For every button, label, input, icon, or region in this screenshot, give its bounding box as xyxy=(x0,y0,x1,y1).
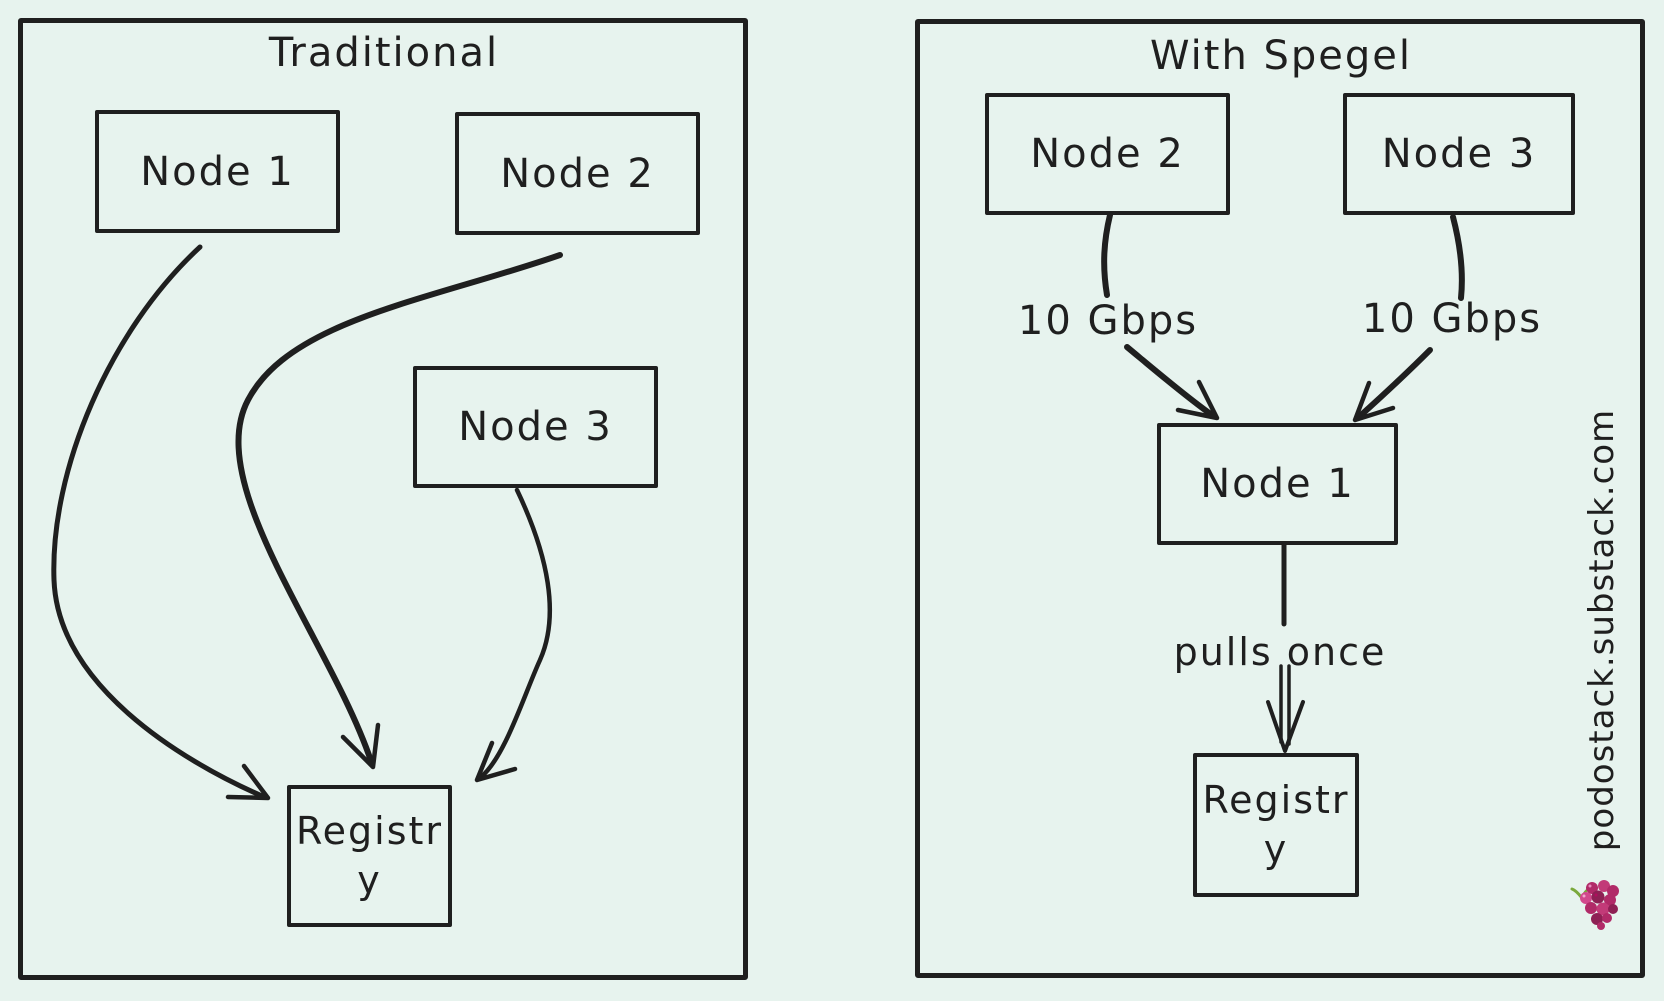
spegel-link-label-left: 10 Gbps xyxy=(1017,298,1199,344)
spegel-node-2-label: Node 2 xyxy=(1030,131,1185,177)
traditional-node-1-label: Node 1 xyxy=(140,148,295,195)
traditional-node-2: Node 2 xyxy=(455,112,700,235)
spegel-node-1: Node 1 xyxy=(1157,423,1398,545)
spegel-node-1-label: Node 1 xyxy=(1200,461,1355,507)
spegel-registry: Registry xyxy=(1193,753,1359,897)
traditional-node-3-label: Node 3 xyxy=(458,404,613,450)
grapes-icon xyxy=(1570,880,1619,930)
watermark-url: podostack.substack.com xyxy=(1582,408,1622,852)
spegel-node-3-label: Node 3 xyxy=(1381,131,1537,177)
spegel-link-label-right: 10 Gbps xyxy=(1361,296,1543,342)
panel-with-spegel-title: With Spegel xyxy=(1149,33,1413,79)
traditional-node-3: Node 3 xyxy=(413,366,658,488)
spegel-registry-label: Registry xyxy=(1202,777,1350,871)
traditional-node-1: Node 1 xyxy=(95,110,340,233)
panel-traditional xyxy=(18,18,748,980)
traditional-node-2-label: Node 2 xyxy=(500,150,655,197)
panel-traditional-title: Traditional xyxy=(268,30,500,76)
traditional-registry-label: Registry xyxy=(295,808,444,902)
spegel-node-3: Node 3 xyxy=(1343,93,1575,215)
spegel-pull-label: pulls once xyxy=(1173,630,1387,674)
spegel-node-2: Node 2 xyxy=(985,93,1230,215)
panel-with-spegel xyxy=(915,19,1645,978)
traditional-registry: Registry xyxy=(287,785,452,927)
